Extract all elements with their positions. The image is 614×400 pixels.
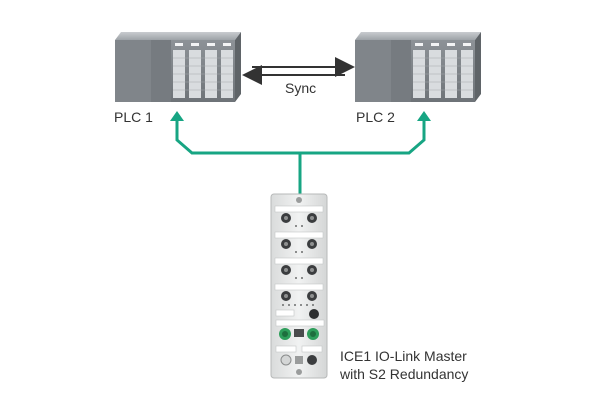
device-caption-line-1: ICE1 IO-Link Master [340,348,467,364]
plc-2-label: PLC 2 [356,109,395,125]
device-caption: ICE1 IO-Link Master with S2 Redundancy [340,347,468,383]
plc-1-label: PLC 1 [114,109,153,125]
arrow-to-plc2-icon [417,111,431,121]
arrow-to-plc1-icon [170,111,184,121]
rotary-switch-icon [309,309,319,319]
plc-2-unit [355,32,481,102]
io-link-master-device [270,193,328,379]
plc-1-unit [115,32,241,102]
device-caption-line-2: with S2 Redundancy [340,366,469,382]
port-row [274,205,324,291]
sync-label: Sync [285,80,317,96]
network-connection [175,120,426,195]
